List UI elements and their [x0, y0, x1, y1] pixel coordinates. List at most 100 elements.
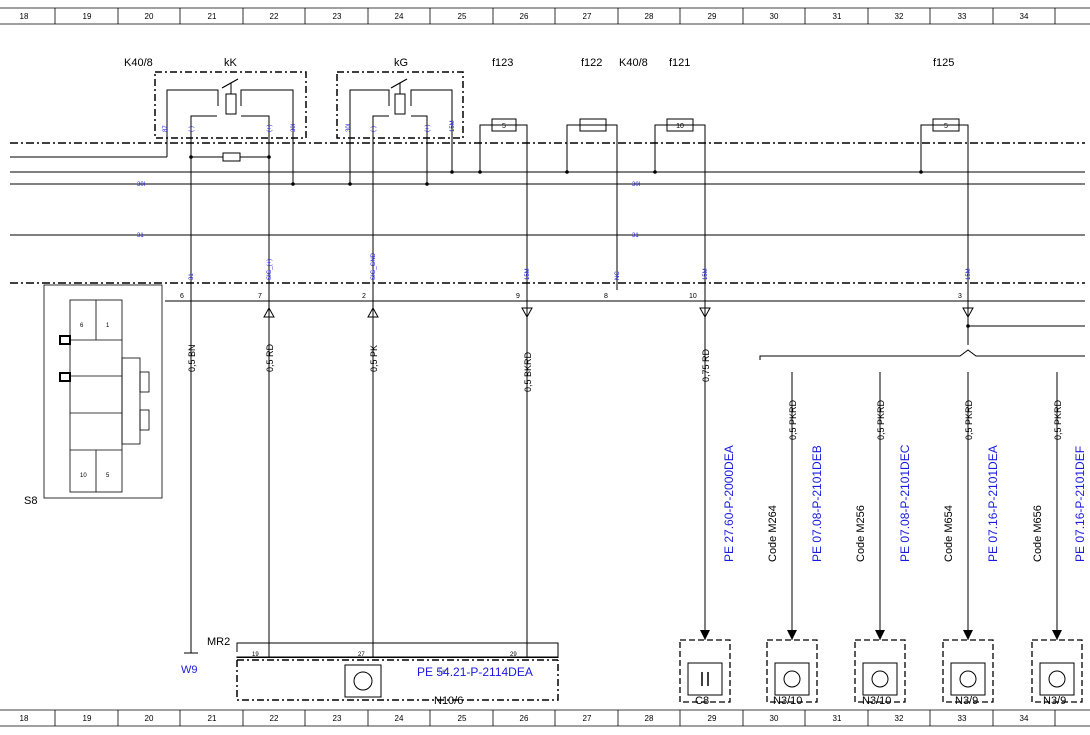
signal-label: 15M — [703, 268, 709, 280]
pin-label: 15M — [450, 120, 456, 132]
ruler-number: 18 — [20, 714, 29, 723]
connector-pin: 2 — [362, 293, 366, 300]
ruler-number: 31 — [833, 714, 842, 723]
ruler-number: 28 — [645, 714, 654, 723]
ruler-number: 32 — [895, 714, 904, 723]
signal-label: SIG_(+) — [267, 259, 273, 280]
bottom-ruler-numbers: 18 19 20 21 22 23 24 25 26 27 28 29 30 3… — [20, 714, 1029, 723]
bus-label-31-left: 31 — [137, 233, 144, 239]
connector-pin: 7 — [258, 293, 262, 300]
wire-spec: 0,5 PKRD — [964, 399, 974, 440]
ruler-number: 19 — [83, 12, 92, 21]
wire-spec: 0,5 PKRD — [876, 399, 886, 440]
ref-n10[interactable]: PE 54.21-P-2114DEA — [417, 665, 533, 679]
label-n3-10-b: N3/10 — [862, 695, 891, 707]
pin-label: (+) — [425, 124, 431, 132]
ref-n3-10-b[interactable]: PE 07.08-P-2101DEC — [898, 444, 912, 562]
ref-n3-9-b[interactable]: PE 07.16-P-2101DEF — [1073, 446, 1087, 562]
ruler-number: 25 — [458, 12, 467, 21]
ruler-number: 24 — [395, 12, 404, 21]
pin-label: 87 — [163, 125, 169, 132]
ruler-number: 21 — [208, 714, 217, 723]
ruler-number: 29 — [708, 12, 717, 21]
label-f121: f121 — [669, 57, 690, 69]
ruler-number: 31 — [833, 12, 842, 21]
pin-label: 30l — [346, 124, 352, 132]
hand-pointer-icon: ☞ — [438, 666, 448, 678]
wire-spec: 0,75 RD — [701, 348, 711, 382]
label-kk: kK — [224, 57, 238, 69]
switch-pin: 6 — [80, 323, 84, 329]
connector-arrow-icon — [263, 306, 974, 319]
bottom-ruler — [0, 709, 1090, 727]
label-w9: W9 — [181, 664, 198, 676]
label-f125: f125 — [933, 57, 954, 69]
switch-pin: 5 — [106, 473, 110, 479]
signal-label: 31 — [189, 273, 195, 280]
switch-tab — [59, 372, 71, 382]
pin-label: (+) — [267, 124, 273, 132]
bus-label-30l-left: 30l — [137, 182, 145, 188]
ruler-number: 23 — [333, 12, 342, 21]
module-boxes — [679, 639, 1083, 703]
relay-kk — [154, 71, 307, 140]
relay-kg-pins: 30l (-) (+) 15M — [346, 120, 456, 132]
connector-pin: 3 — [958, 293, 962, 300]
code-label: Code M656 — [1032, 505, 1044, 562]
ref-c8[interactable]: PE 27.60-P-2000DEA — [722, 445, 736, 562]
signal-label: SIG_GND — [371, 252, 377, 280]
transistor-icon — [1039, 662, 1075, 696]
signal-label: NC — [615, 271, 621, 280]
connector-pin: 6 — [180, 293, 184, 300]
ruler-number: 28 — [645, 12, 654, 21]
label-n3-9-a: N3/9 — [955, 695, 978, 707]
ref-n3-10-a[interactable]: PE 07.08-P-2101DEB — [810, 445, 824, 562]
junctions — [189, 155, 970, 328]
label-n3-9-b: N3/9 — [1043, 695, 1066, 707]
ref-n3-9-a[interactable]: PE 07.16-P-2101DEA — [986, 445, 1000, 562]
top-ruler-numbers: 18 19 20 21 22 23 24 25 26 27 28 29 30 3… — [20, 12, 1029, 21]
relay-coil-icon — [394, 93, 406, 115]
fuse-value-f123: 5 — [502, 123, 506, 130]
relay-kg — [336, 71, 464, 140]
ruler-number: 32 — [895, 12, 904, 21]
bus-label-30l-right: 30l — [632, 182, 640, 188]
fuse-icon — [666, 118, 694, 132]
fuse-value-f125: 5 — [944, 123, 948, 130]
switch-icon — [221, 78, 239, 89]
control-unit-n10-6 — [236, 642, 559, 701]
bus-lines — [10, 142, 1085, 302]
signal-label: 15M — [525, 268, 531, 280]
relay-coil-icon — [225, 93, 237, 115]
code-label: Code M654 — [943, 505, 955, 562]
transistor-icon — [774, 662, 810, 696]
top-ruler — [0, 7, 1090, 25]
wire-spec: 0,5 PKRD — [1053, 399, 1063, 440]
mr2-pin: 19 — [252, 652, 259, 658]
ruler-number: 22 — [270, 12, 279, 21]
label-f123: f123 — [492, 57, 513, 69]
ruler-number: 29 — [708, 714, 717, 723]
wire-spec: 0,5 BKRD — [523, 351, 533, 392]
arrowheads — [700, 630, 1062, 640]
upper-wires — [166, 140, 969, 283]
transistor-icon — [862, 662, 898, 696]
ruler-number: 20 — [145, 12, 154, 21]
code-label: Code M256 — [855, 505, 867, 562]
switch-pin: 1 — [106, 323, 110, 329]
ruler-number: 24 — [395, 714, 404, 723]
ruler-number: 34 — [1020, 714, 1029, 723]
ruler-number: 33 — [958, 12, 967, 21]
ruler-number: 23 — [333, 714, 342, 723]
pin-label: 30l — [291, 124, 297, 132]
fuse-value-f121: 10 — [676, 123, 684, 130]
label-n3-10-a: N3/10 — [773, 695, 802, 707]
fuses — [479, 118, 969, 143]
switch-tab — [59, 335, 71, 345]
label-f122: f122 — [581, 57, 602, 69]
signal-label: 15M — [966, 268, 972, 280]
code-label: Code M264 — [767, 505, 779, 562]
ruler-number: 22 — [270, 714, 279, 723]
ruler-number: 27 — [583, 12, 592, 21]
lower-wires — [184, 283, 1085, 657]
